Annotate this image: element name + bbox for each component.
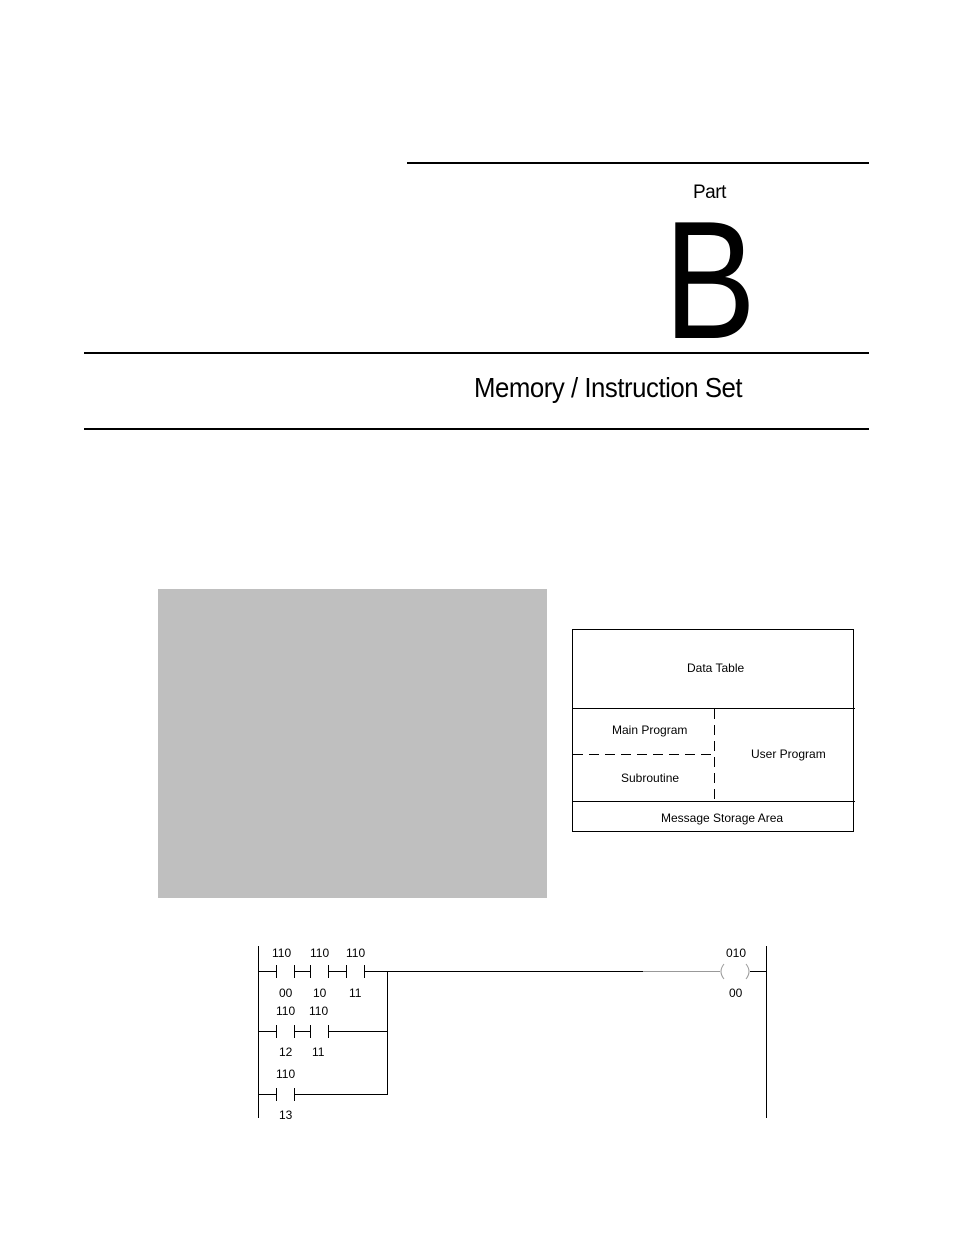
contact-bit-label: 11 (312, 1045, 325, 1059)
subroutine-label: Subroutine (621, 771, 680, 785)
part-label: Part (693, 182, 726, 203)
contact-word-label: 110 (309, 1004, 328, 1018)
contact-110-13 (276, 1088, 295, 1101)
data-table-label: Data Table (687, 661, 745, 675)
contact-110-10 (310, 965, 329, 978)
contact-word-label: 110 (310, 946, 329, 960)
output-coil-010-00 (720, 963, 750, 980)
title-rule-bottom (84, 428, 869, 430)
contact-110-11-b (310, 1025, 329, 1038)
contact-bit-label: 12 (279, 1045, 293, 1059)
memory-map-lines (573, 708, 855, 802)
contact-bit-label: 00 (279, 986, 293, 1000)
contact-word-label: 110 (276, 1004, 295, 1018)
contact-bit-label: 10 (313, 986, 327, 1000)
part-title: Memory / Instruction Set (474, 372, 743, 403)
coil-word-label: 010 (726, 946, 746, 960)
contact-word-label: 110 (272, 946, 291, 960)
message-storage-label: Message Storage Area (661, 811, 784, 825)
contact-110-12 (276, 1025, 295, 1038)
coil-bit-label: 00 (729, 986, 743, 1000)
ladder-diagram: 110 00 110 10 110 11 010 00 110 12 110 1… (258, 946, 767, 1122)
contact-bit-label: 11 (349, 986, 362, 1000)
title-rule-top (84, 352, 869, 354)
contact-word-label: 110 (346, 946, 365, 960)
user-program-label: User Program (751, 747, 826, 761)
contact-110-00 (276, 965, 295, 978)
contact-word-label: 110 (276, 1067, 295, 1081)
gray-panel (158, 589, 547, 898)
memory-map-diagram: Data Table Main Program Subroutine User … (572, 629, 855, 832)
main-program-label: Main Program (612, 723, 688, 737)
contact-110-11 (346, 965, 365, 978)
contact-bit-label: 13 (279, 1108, 293, 1122)
part-letter: B (664, 186, 756, 374)
top-rule (407, 162, 869, 164)
